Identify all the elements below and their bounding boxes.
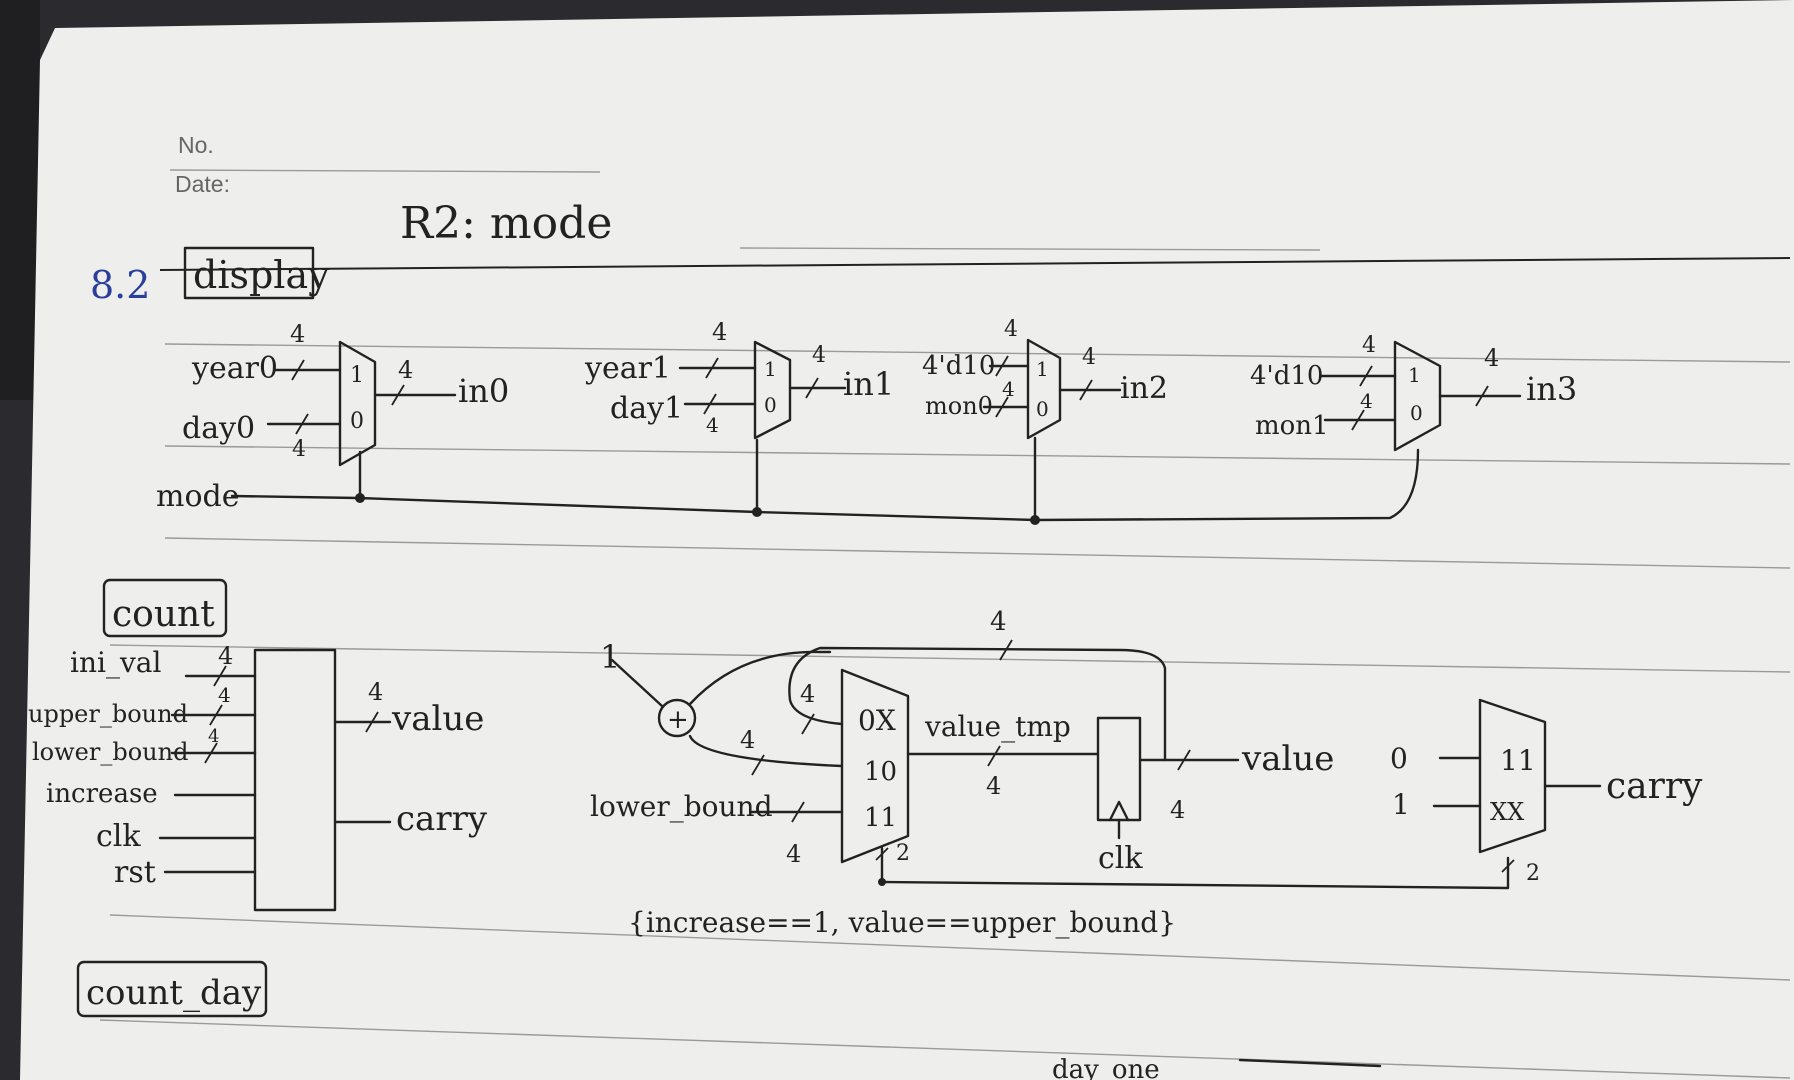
count-block: ini_val upper_bound lower_bound increase… <box>28 642 488 912</box>
mux0-in0-width: 4 <box>292 437 306 462</box>
count-day-section-box <box>76 960 268 1018</box>
count-value-width: 4 <box>368 678 383 706</box>
mux2-out-label: in2 <box>1120 371 1168 406</box>
mux-in-11: 11 <box>864 803 897 833</box>
question-number: 8.2 <box>90 263 150 307</box>
display-mux-2: 1 0 4'd10 4 mon0 4 4 in2 <box>922 317 1168 440</box>
count-output-value: value <box>391 699 484 739</box>
mux3-in0-label: mon1 <box>1255 411 1329 441</box>
const-one-label: 1 <box>600 638 620 676</box>
carry-select-width: 2 <box>1526 861 1540 886</box>
carry-mux-sel-lo: XX <box>1490 798 1524 826</box>
mux3-in1-width: 4 <box>1362 333 1376 358</box>
page-heading: R2: mode <box>400 198 612 249</box>
mux0-in0-label: day0 <box>182 411 255 446</box>
adder-circle <box>657 698 697 738</box>
count-section-box <box>102 578 228 638</box>
value-tmp-width: 4 <box>986 772 1001 800</box>
mux3-in1-index: 1 <box>1408 363 1421 387</box>
carry-mux-in0: 0 <box>1390 742 1408 775</box>
mux2-out-width: 4 <box>1082 345 1096 370</box>
feedback-width: 4 <box>990 607 1007 637</box>
count-section-title: count <box>112 594 215 635</box>
mux1-in0-width: 4 <box>706 413 719 437</box>
carry-mux <box>1478 698 1547 854</box>
count-input-increase: increase <box>46 779 158 809</box>
display-mux-1: 1 0 year1 4 day1 4 4 in1 <box>584 318 894 440</box>
count-day-partial-wire <box>1238 1058 1382 1068</box>
mux0-out-label: in0 <box>458 372 509 410</box>
count-input-clk: clk <box>96 819 141 854</box>
count-input-lower-bound: lower_bound <box>32 738 188 766</box>
register-out-value: value <box>1241 739 1334 779</box>
mux-select-width: 2 <box>896 841 910 866</box>
carry-mux-out: carry <box>1606 766 1703 807</box>
mux1-in1-label: year1 <box>584 351 671 386</box>
display-mux-0: 1 0 year0 4 day0 4 4 in0 <box>182 320 509 467</box>
register-clk-label: clk <box>1098 841 1143 876</box>
mux1-in1-width: 4 <box>712 318 727 346</box>
mux2-in0-width: 4 <box>1002 377 1015 401</box>
mux3-out-width: 4 <box>1484 344 1499 372</box>
count-mux <box>840 668 910 864</box>
adder-out-width: 4 <box>740 726 755 754</box>
display-mux-3: 1 0 4'd10 4 mon1 4 4 in3 <box>1250 333 1577 452</box>
lower-bound-label: lower_bound <box>590 790 773 823</box>
number-label: No. <box>178 132 214 158</box>
ini-val-width: 4 <box>218 642 233 670</box>
mux-in-0x: 0X <box>858 704 896 737</box>
count-day-section-title: count_day <box>86 973 262 1013</box>
mux1-in1-index: 1 <box>764 357 777 381</box>
mux0-in1-label: year0 <box>191 351 278 386</box>
lower-bound-width: 4 <box>208 726 219 747</box>
mux2-in0-index: 0 <box>1036 397 1049 421</box>
display-section-box <box>183 246 315 300</box>
clock-edge-triangle <box>1108 800 1130 822</box>
mux1-in0-index: 0 <box>764 393 777 417</box>
mode-label: mode <box>156 479 239 514</box>
mode-select-wire: mode <box>156 436 1420 525</box>
mux0-in1-width: 4 <box>290 320 305 348</box>
mux3-in1-label: 4'd10 <box>1250 361 1323 391</box>
mux2-in1-label: 4'd10 <box>922 351 995 381</box>
mux3-in0-index: 0 <box>1410 401 1423 425</box>
mux2-in1-index: 1 <box>1036 357 1049 381</box>
value-tmp-label: value_tmp <box>924 710 1071 743</box>
carry-mux-sel-hi: 11 <box>1500 744 1536 777</box>
mux2-in0-label: mon0 <box>925 392 993 420</box>
mux3-in0-width: 4 <box>1360 389 1373 413</box>
lower-bound-width: 4 <box>786 840 801 868</box>
notebook-page <box>20 0 1794 1080</box>
mux0-out-width: 4 <box>398 356 413 384</box>
count-module-box <box>253 648 337 912</box>
mux-0x-width: 4 <box>800 680 815 708</box>
register-out-width: 4 <box>1170 796 1185 824</box>
count-output-carry: carry <box>396 799 488 839</box>
date-label: Date: <box>175 171 230 197</box>
count-logic-diagram: 1 + 0X 10 11 4 4 4 lower_bound 4 value_t… <box>590 607 1703 939</box>
count-input-rst: rst <box>114 855 156 890</box>
adder-symbol: + <box>667 705 689 735</box>
mux1-out-label: in1 <box>843 365 894 403</box>
mux0-in1-index: 1 <box>350 363 364 388</box>
mux-in-10: 10 <box>864 757 897 787</box>
mux1-out-width: 4 <box>812 343 826 368</box>
carry-mux-in1: 1 <box>1392 788 1410 821</box>
display-section-title: display <box>193 253 330 297</box>
select-expression: {increase==1, value==upper_bound} <box>628 906 1176 939</box>
mux1-in0-label: day1 <box>610 391 683 426</box>
count-day-partial-label: day_one <box>1052 1055 1160 1080</box>
mux3-out-label: in3 <box>1526 370 1577 408</box>
keyboard-key <box>0 0 40 400</box>
count-input-ini-val: ini_val <box>70 646 161 679</box>
mux0-in0-index: 0 <box>350 409 364 434</box>
count-input-upper-bound: upper_bound <box>28 700 188 728</box>
upper-bound-width: 4 <box>218 683 231 707</box>
mux2-in1-width: 4 <box>1004 317 1018 342</box>
ruled-lines <box>99 169 1791 1079</box>
